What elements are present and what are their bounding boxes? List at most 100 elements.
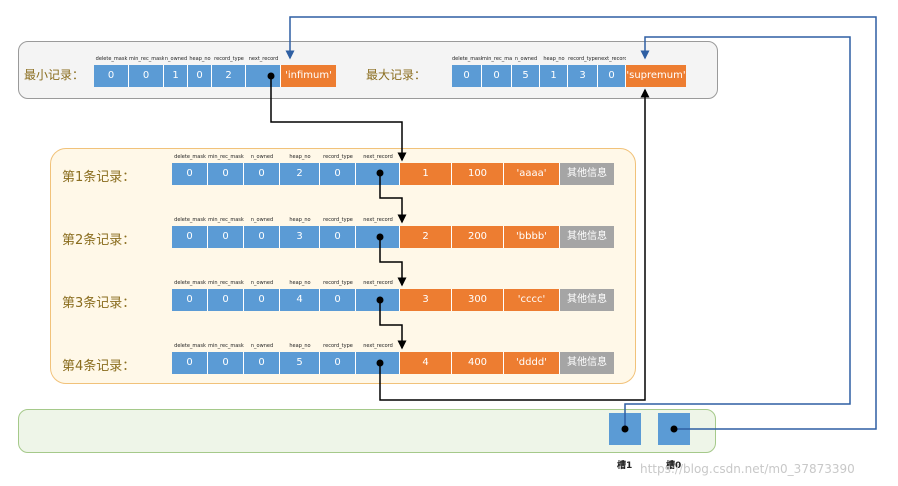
header-record-type: record_type (214, 56, 244, 62)
data-cell: 100 (452, 163, 504, 185)
slot-1-label: 槽1 (617, 461, 633, 471)
header-next-record: next_record (363, 280, 393, 286)
field-cell: 0 (244, 352, 280, 374)
header-heap-no: heap_no (189, 56, 211, 62)
link-record-2-to-3 (379, 237, 407, 287)
header-min-rec-mask: min_rec_mask (482, 56, 512, 62)
header-heap-no: heap_no (543, 56, 565, 62)
pointer-dot (376, 359, 384, 367)
record-2-label: 第2条记录： (62, 233, 136, 248)
link-record-3-to-4 (379, 300, 407, 350)
header-heap-no: heap_no (289, 343, 311, 349)
header-n-owned: n_owned (250, 343, 274, 349)
field-cell: 0 (320, 352, 356, 374)
data-cell: 1 (400, 163, 452, 185)
infimum-data-cell: 'infimum' (281, 65, 336, 87)
header-heap-no: heap_no (289, 217, 311, 223)
data-cell: 'cccc' (504, 289, 560, 311)
header-next-record: next_record (363, 217, 393, 223)
data-cell: 400 (452, 352, 504, 374)
field-cell: 0 (172, 163, 208, 185)
record-1-label: 第1条记录： (62, 170, 136, 185)
field-cell: 0 (94, 65, 129, 87)
header-min-rec-mask: min_rec_mask (129, 56, 164, 62)
supremum-row: 0 0 5 1 3 0 'supremum' (452, 65, 686, 87)
field-cell: 0 (208, 289, 244, 311)
pointer-dot (376, 233, 384, 241)
field-cell: 0 (172, 289, 208, 311)
field-cell: 4 (280, 289, 320, 311)
link-slot-0-to-infimum (285, 16, 877, 430)
field-cell: 2 (280, 163, 320, 185)
data-cell: 3 (400, 289, 452, 311)
link-infimum-to-record-1 (270, 76, 407, 162)
field-cell: 0 (188, 65, 212, 87)
pointer-dot (670, 425, 678, 433)
header-next-record: next_record (363, 154, 393, 160)
header-next-record: next_record (363, 343, 393, 349)
pointer-dot (621, 425, 629, 433)
data-cell: 2 (400, 226, 452, 248)
next-record-cell: 0 (598, 65, 626, 87)
slot-0-label: 槽0 (666, 461, 682, 471)
field-cell: 0 (320, 163, 356, 185)
header-min-rec-mask: min_rec_mask (208, 154, 244, 160)
infimum-row: 0 0 1 0 2 'infimum' (94, 65, 336, 87)
header-n-owned: n_owned (250, 154, 274, 160)
pointer-dot (267, 72, 275, 80)
field-cell: 0 (208, 163, 244, 185)
header-n-owned: n_owned (250, 280, 274, 286)
field-cell: 0 (320, 226, 356, 248)
pointer-dot (376, 296, 384, 304)
field-cell: 1 (540, 65, 568, 87)
field-cell: 3 (280, 226, 320, 248)
infimum-header: delete_mask min_rec_mask n_owned heap_no… (94, 54, 281, 64)
record-4-label: 第4条记录： (62, 359, 136, 374)
page-directory-panel (18, 409, 716, 453)
link-record-4-to-supremum (379, 88, 650, 401)
field-cell: 0 (482, 65, 512, 87)
field-cell: 0 (320, 289, 356, 311)
supremum-data-cell: 'supremum' (626, 65, 686, 87)
field-cell: 0 (208, 352, 244, 374)
user-records-panel (50, 148, 636, 384)
data-cell: 200 (452, 226, 504, 248)
header-min-rec-mask: min_rec_mask (208, 343, 244, 349)
supremum-label: 最大记录： (366, 68, 427, 82)
header-next-record: next_record (598, 56, 626, 62)
header-min-rec-mask: min_rec_mask (208, 280, 244, 286)
data-cell: 'dddd' (504, 352, 560, 374)
header-min-rec-mask: min_rec_mask (208, 217, 244, 223)
field-cell: 0 (129, 65, 164, 87)
record-3-label: 第3条记录： (62, 296, 136, 311)
header-n-owned: n_owned (250, 217, 274, 223)
field-cell: 5 (512, 65, 540, 87)
header-delete-mask: delete_mask (174, 154, 206, 160)
next-record-cell (246, 65, 281, 87)
header-delete-mask: delete_mask (174, 343, 206, 349)
other-info-cell: 其他信息 (560, 289, 614, 311)
field-cell: 0 (172, 352, 208, 374)
header-delete-mask: delete_mask (452, 56, 482, 62)
header-next-record: next_record (248, 56, 279, 62)
field-cell: 0 (452, 65, 482, 87)
pointer-dot (376, 169, 384, 177)
header-record-type: record_type (323, 343, 353, 349)
data-cell: 4 (400, 352, 452, 374)
field-cell: 2 (212, 65, 246, 87)
data-cell: 'aaaa' (504, 163, 560, 185)
header-delete-mask: delete_mask (95, 56, 128, 62)
other-info-cell: 其他信息 (560, 163, 614, 185)
field-cell: 0 (244, 163, 280, 185)
header-delete-mask: delete_mask (174, 217, 206, 223)
header-heap-no: heap_no (289, 280, 311, 286)
data-cell: 300 (452, 289, 504, 311)
link-slot-1-to-supremum (624, 36, 851, 429)
